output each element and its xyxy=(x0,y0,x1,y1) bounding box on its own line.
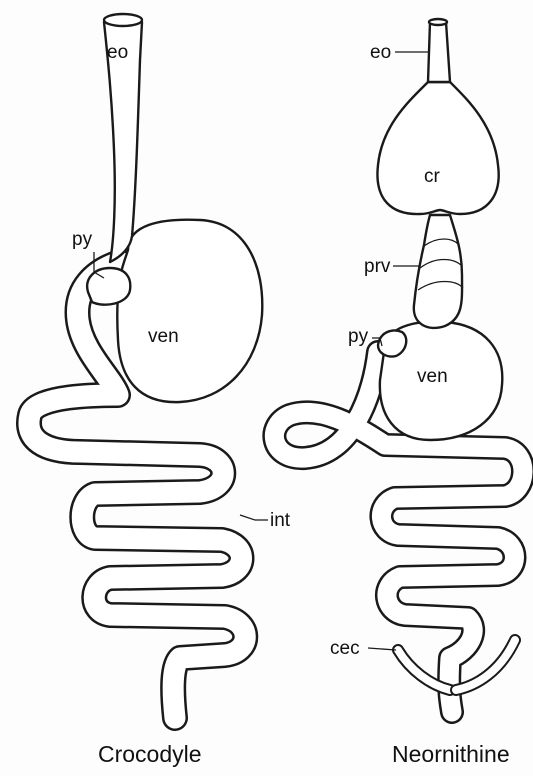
neornithine-esophagus xyxy=(428,22,450,82)
neornithine-pylorus xyxy=(378,331,406,357)
crocodyle-label-py: py xyxy=(72,229,93,250)
crocodyle-tract: eo py ven int Crocodyle xyxy=(29,14,291,767)
neornithine-tract: eo cr prv py ven cec Neornithine xyxy=(274,19,523,767)
neornithine-label-prv: prv xyxy=(364,256,391,277)
crocodyle-ventriculus xyxy=(117,220,262,402)
neornithine-label-ven: ven xyxy=(417,366,448,387)
crocodyle-esophagus-opening xyxy=(104,14,142,26)
neornithine-label-eo: eo xyxy=(370,42,391,63)
crocodyle-pylorus xyxy=(87,268,130,305)
neornithine-esophagus-opening xyxy=(429,19,447,25)
neornithine-proventriculus xyxy=(414,215,462,328)
neornithine-crop xyxy=(377,82,498,214)
neornithine-leader-cec xyxy=(368,648,396,650)
neornithine-label-cr: cr xyxy=(424,166,441,187)
neornithine-label-cec: cec xyxy=(330,638,360,659)
crocodyle-label-eo: eo xyxy=(107,42,128,63)
crocodyle-caption: Crocodyle xyxy=(98,741,202,767)
neornithine-caption: Neornithine xyxy=(392,741,510,767)
crocodyle-label-int: int xyxy=(270,510,291,531)
neornithine-label-py: py xyxy=(348,326,369,347)
crocodyle-leader-int xyxy=(240,515,268,520)
crocodyle-label-ven: ven xyxy=(148,326,179,347)
